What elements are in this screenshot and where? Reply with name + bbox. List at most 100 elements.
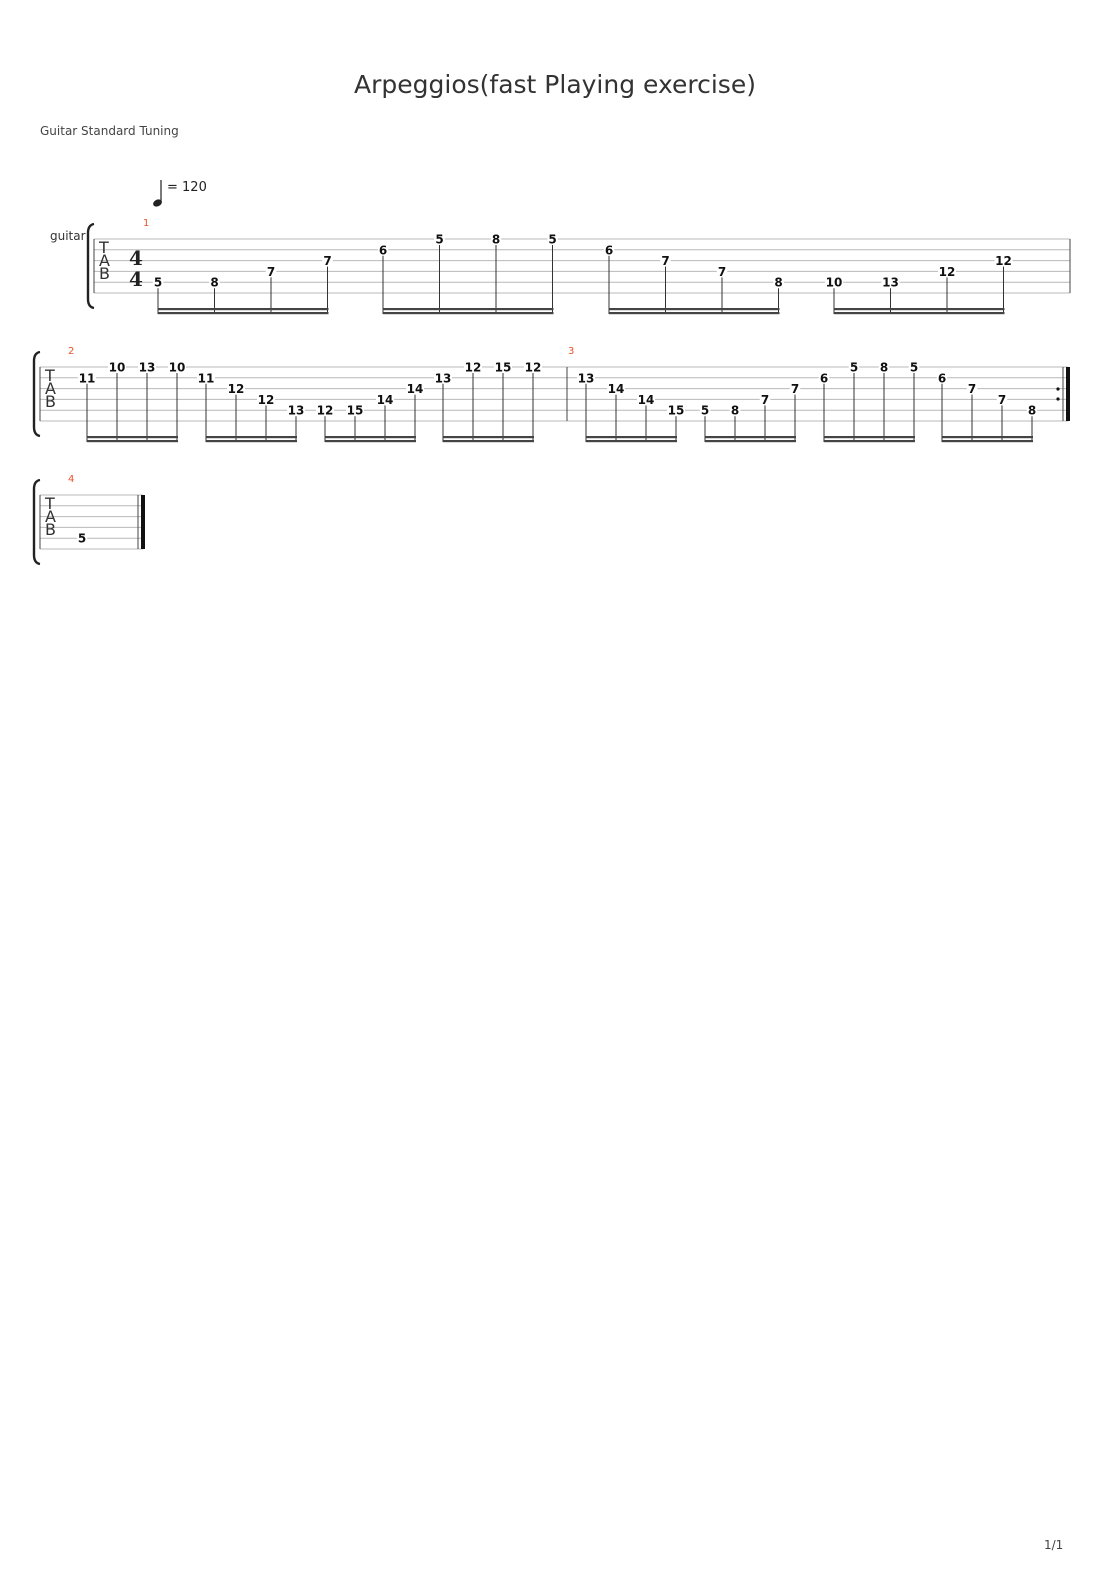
fret-background: [577, 371, 595, 383]
fret-number: 13: [882, 276, 899, 290]
fret-background: [152, 276, 164, 288]
beam: [942, 440, 1033, 443]
fret-background: [78, 371, 96, 383]
fret-number: 13: [578, 371, 595, 385]
fret-background: [878, 361, 890, 372]
fret-background: [773, 276, 784, 288]
fret-number: 7: [968, 382, 976, 396]
fret-background: [434, 371, 452, 383]
beam: [705, 440, 796, 443]
beam: [87, 436, 178, 439]
fret-background: [434, 233, 445, 244]
fret-background: [227, 382, 245, 394]
fret-number: 6: [605, 243, 613, 257]
fret-background: [209, 276, 220, 288]
fret-background: [938, 265, 956, 277]
fret-background: [265, 265, 277, 277]
fret-background: [825, 276, 843, 288]
fret-number: 7: [791, 382, 799, 396]
time-signature-top: 4: [129, 246, 143, 270]
fret-number: 5: [910, 361, 918, 375]
instrument-label: guitar: [50, 229, 86, 243]
beam: [206, 440, 297, 443]
fret-background: [637, 393, 655, 405]
fret-background: [377, 243, 389, 255]
fret-number: 7: [718, 265, 726, 279]
fret-background: [667, 404, 685, 416]
fret-number: 11: [198, 371, 215, 385]
tab-clef-letter: A: [45, 379, 56, 398]
fret-background: [699, 404, 711, 416]
fret-background: [524, 361, 542, 372]
beam: [586, 440, 677, 443]
fret-number: 15: [347, 404, 364, 418]
fret-background: [494, 361, 512, 372]
fret-number: 5: [701, 404, 709, 418]
fret-number: 13: [139, 361, 156, 375]
fret-background: [346, 404, 364, 416]
page-number: 1/1: [1044, 1538, 1064, 1552]
beam: [609, 312, 780, 315]
fret-background: [818, 371, 830, 383]
fret-background: [729, 404, 741, 416]
fret-background: [936, 371, 948, 383]
tab-clef-letter: T: [98, 238, 109, 257]
fret-number: 10: [826, 276, 843, 290]
fret-number: 7: [323, 254, 331, 268]
fret-number: 5: [435, 233, 443, 247]
fret-number: 12: [939, 265, 956, 279]
beam: [383, 308, 554, 311]
fret-number: 15: [495, 361, 512, 375]
fret-number: 14: [638, 393, 655, 407]
beam: [705, 436, 796, 439]
quarter-note-icon: [153, 180, 162, 207]
fret-number: 15: [668, 404, 685, 418]
fret-number: 8: [774, 276, 782, 290]
beam: [834, 312, 1005, 315]
beam: [443, 436, 534, 439]
tab-clef-letter: A: [99, 251, 110, 270]
fret-number: 7: [761, 393, 769, 407]
repeat-end-bar: [1066, 367, 1070, 421]
tab-clef-letter: B: [99, 264, 110, 283]
fret-background: [197, 371, 215, 383]
fret-number: 8: [880, 361, 888, 375]
fret-background: [406, 382, 424, 394]
beam: [609, 308, 780, 311]
beam: [158, 308, 329, 311]
fret-number: 10: [109, 361, 126, 375]
fret-background: [490, 233, 502, 244]
beam: [206, 436, 297, 439]
fret-number: 5: [548, 233, 556, 247]
fret-number: 12: [317, 404, 334, 418]
beam: [942, 436, 1033, 439]
fret-number: 12: [228, 382, 245, 396]
fret-number: 13: [435, 371, 452, 385]
fret-number: 8: [492, 233, 500, 247]
fret-background: [716, 265, 728, 277]
fret-number: 7: [998, 393, 1006, 407]
fret-background: [660, 254, 671, 266]
fret-background: [316, 404, 334, 416]
tab-clef-letter: B: [45, 392, 56, 411]
beam: [87, 440, 178, 443]
beam: [586, 436, 677, 439]
fret-background: [848, 361, 860, 372]
fret-number: 12: [258, 393, 275, 407]
fret-number: 6: [379, 243, 387, 257]
tempo-marking: = 120: [167, 180, 207, 195]
fret-background: [996, 393, 1008, 405]
fret-background: [547, 233, 558, 244]
fret-number: 7: [661, 254, 669, 268]
fret-background: [287, 404, 305, 416]
repeat-dot: [1056, 387, 1060, 391]
beam: [824, 440, 915, 443]
score-title: Arpeggios(fast Playing exercise): [354, 70, 756, 99]
fret-number: 14: [608, 382, 625, 396]
tab-clef-letter: A: [45, 507, 56, 526]
fret-background: [789, 382, 801, 394]
